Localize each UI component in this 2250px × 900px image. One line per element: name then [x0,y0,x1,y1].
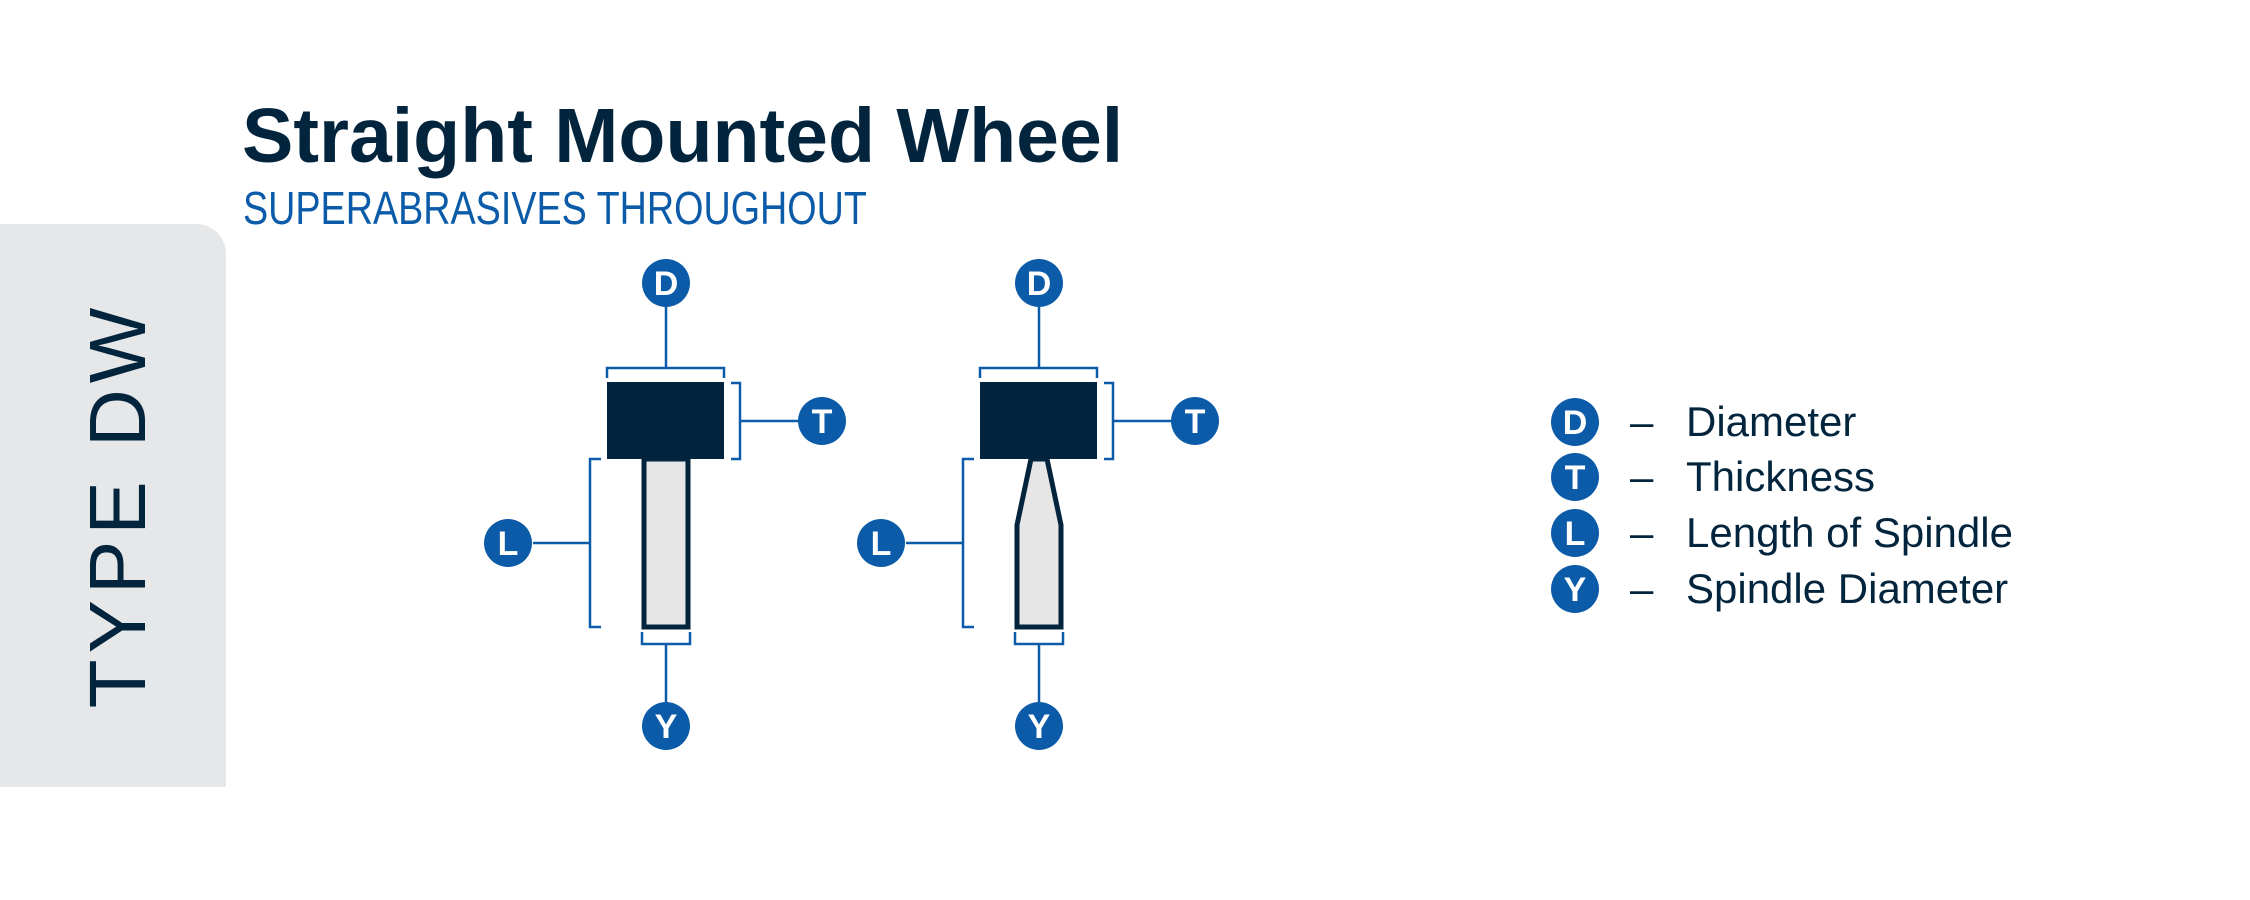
legend-item: Y – Spindle Diameter [1551,565,2008,613]
spindle-tapered [1014,456,1064,630]
t-bracket [1104,381,1115,461]
legend-label: Spindle Diameter [1686,565,2008,612]
wheel-head [980,382,1097,459]
svg-text:L: L [498,525,519,563]
badge-d-icon: D [1015,259,1063,307]
badge-y-icon: Y [1015,702,1063,750]
legend-label: Length of Spindle [1686,509,2013,556]
badge-l-icon: L [857,519,905,567]
badge-d-icon: D [642,259,690,307]
legend-symbol: D [1563,404,1588,442]
legend-item: T – Thickness [1551,453,1875,501]
svg-text:D: D [1027,265,1052,303]
y-bracket [640,632,692,646]
legend-y-icon [1551,565,1599,613]
legend-symbol: L [1565,515,1586,553]
wheel-diagram-tapered: D T L Y [857,259,1219,750]
badge-l-icon: L [484,519,532,567]
d-bracket [605,366,726,378]
legend-l-icon [1551,509,1599,557]
legend-separator: – [1630,398,1654,445]
legend-symbol: T [1565,459,1586,497]
side-tab [0,224,226,787]
legend-label: Diameter [1686,398,1856,445]
legend-d-icon [1551,398,1599,446]
l-bracket [961,457,974,629]
d-bracket [978,366,1099,378]
legend-label: Thickness [1686,453,1875,500]
legend: D – Diameter T – Thickness L – Length of… [1551,398,2013,613]
l-bracket [588,457,601,629]
badge-y-icon: Y [642,702,690,750]
spindle [641,456,691,630]
t-bracket [731,381,742,461]
svg-text:Y: Y [1028,708,1051,746]
wheel-head [607,382,724,459]
svg-text:L: L [871,525,892,563]
legend-separator: – [1630,509,1654,556]
legend-separator: – [1630,565,1654,612]
y-bracket [1013,632,1065,646]
page-subtitle: SUPERABRASIVES THROUGHOUT [243,182,867,234]
svg-text:T: T [812,403,833,441]
badge-t-icon: T [1171,397,1219,445]
legend-item: L – Length of Spindle [1551,509,2013,557]
badge-t-icon: T [798,397,846,445]
svg-text:Y: Y [655,708,678,746]
svg-text:D: D [654,265,679,303]
svg-text:T: T [1185,403,1206,441]
legend-symbol: Y [1564,571,1587,609]
legend-item: D – Diameter [1551,398,1856,446]
wheel-diagram-straight: D T L Y [484,259,846,750]
legend-t-icon [1551,453,1599,501]
legend-separator: – [1630,453,1654,500]
page-title: Straight Mounted Wheel [242,93,1124,179]
